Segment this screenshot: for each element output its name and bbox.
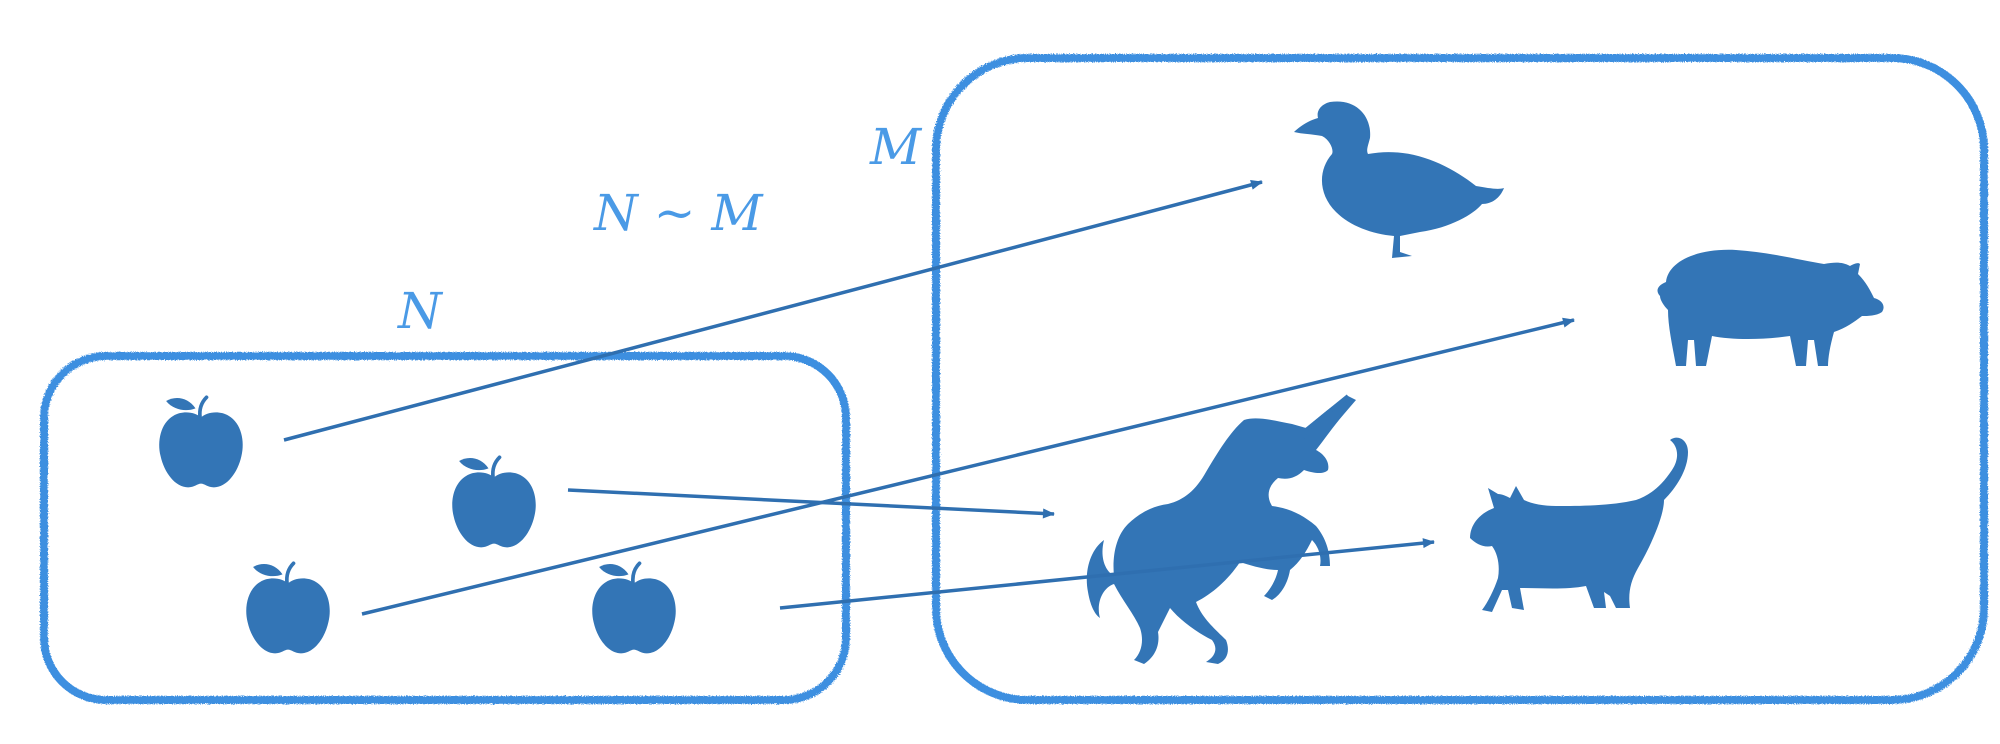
pig-icon bbox=[1657, 249, 1884, 366]
apple-icon bbox=[244, 561, 332, 656]
cat-icon bbox=[1470, 437, 1688, 612]
arrow-apple3-to-pig bbox=[361, 317, 1575, 616]
arrow-apple1-to-duck bbox=[283, 179, 1263, 442]
apple-icon bbox=[450, 455, 538, 550]
arrow-apple2-to-unicorn bbox=[567, 488, 1055, 519]
unicorn-icon bbox=[1086, 394, 1356, 664]
apple-icon bbox=[590, 561, 678, 656]
set-m-label: M bbox=[869, 118, 923, 176]
relation-label: N ~ M bbox=[593, 184, 764, 242]
duck-icon bbox=[1294, 101, 1504, 258]
set-n-label: N bbox=[397, 282, 444, 340]
set-m-boundary bbox=[932, 54, 1988, 704]
set-n-boundary bbox=[40, 352, 850, 704]
apple-icon bbox=[157, 395, 245, 490]
arrow-apple4-to-cat bbox=[779, 538, 1435, 610]
